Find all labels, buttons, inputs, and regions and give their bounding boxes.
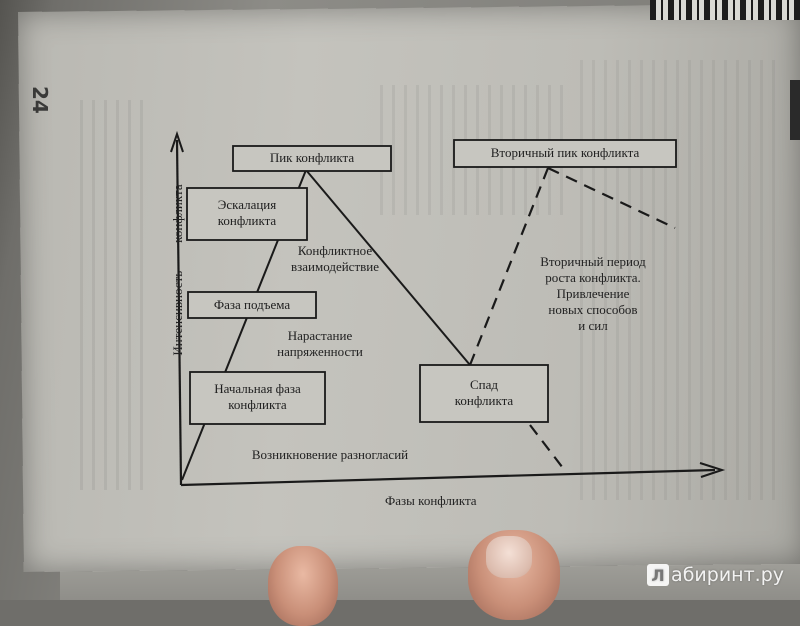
conflict-phase-diagram	[170, 130, 726, 487]
secondary-rise-dashed	[468, 167, 550, 366]
y-axis-label: Интенсивность конфликта	[170, 170, 186, 370]
barcode-strip	[650, 0, 800, 20]
y-axis-arrowhead	[170, 130, 184, 153]
label-secondary-period: Вторичный период роста конфликта. Привле…	[540, 254, 646, 333]
label-secondary-peak: Вторичный пик конфликта	[490, 145, 640, 160]
x-axis-label: Фазы конфликта	[385, 493, 477, 508]
conflict-curve-decline	[305, 169, 471, 366]
y-axis-label-part-1: Интенсивность	[170, 270, 185, 356]
watermark-text: абиринт.ру	[671, 564, 784, 586]
label-initial-phase: Начальная фаза конфликта	[214, 381, 301, 412]
label-peak: Пик конфликта	[269, 150, 355, 165]
label-disagreement: Возникновение разногласий	[251, 447, 409, 462]
secondary-decline-dashed	[547, 167, 676, 229]
page-edge-mark	[790, 80, 800, 140]
y-axis-label-part-2: конфликта	[170, 184, 185, 243]
box-secondary-peak	[453, 139, 677, 168]
watermark: Л абиринт.ру	[647, 564, 784, 586]
watermark-logo: Л	[647, 564, 670, 586]
box-escalation	[186, 187, 308, 241]
bleed-through-text	[580, 60, 780, 500]
x-axis	[180, 468, 716, 487]
label-decline: Спад конфликта	[454, 377, 514, 408]
x-axis-arrowhead	[699, 462, 726, 478]
box-rise-phase	[187, 291, 317, 319]
label-interaction: Конфликтное взаимодействие	[290, 243, 379, 274]
box-initial-phase	[189, 371, 326, 425]
decline-dashed-tail	[529, 424, 567, 473]
label-escalation: Эскалация конфликта	[217, 197, 277, 228]
label-rise-phase: Фаза подъема	[213, 297, 291, 312]
bleed-through-text	[80, 100, 150, 490]
box-decline	[419, 364, 549, 423]
y-axis	[175, 139, 183, 486]
fingernail	[486, 536, 532, 578]
box-peak	[232, 145, 392, 172]
finger-left	[268, 546, 338, 626]
label-tension: Нарастание напряженности	[277, 328, 363, 359]
